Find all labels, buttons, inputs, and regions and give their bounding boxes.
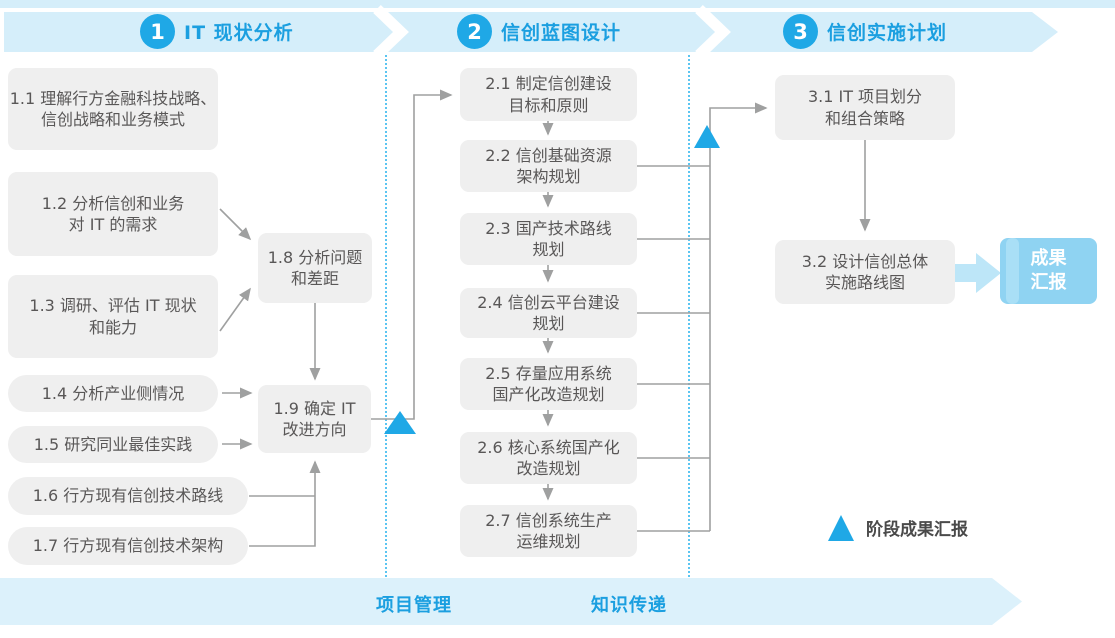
top-strip xyxy=(0,0,1115,8)
phase-1-header: 1 IT 现状分析 xyxy=(140,14,294,49)
footer-label-knowledge-transfer: 知识传递 xyxy=(591,595,667,616)
phase-1-number-badge: 1 xyxy=(140,14,175,49)
task-box-3-1: 3.1 IT 项目划分 和组合策略 xyxy=(775,75,955,140)
task-box-2-7: 2.7 信创系统生产 运维规划 xyxy=(460,505,637,557)
task-box-1-1: 1.1 理解行方金融科技战略、 信创战略和业务模式 xyxy=(8,68,218,150)
result-report-box: 成果 汇报 xyxy=(1000,238,1097,304)
phase-2-title: 信创蓝图设计 xyxy=(501,22,622,44)
task-box-2-6: 2.6 核心系统国产化 改造规划 xyxy=(460,432,637,484)
task-box-1-5: 1.5 研究同业最佳实践 xyxy=(8,426,218,463)
task-box-2-1: 2.1 制定信创建设 目标和原则 xyxy=(460,68,637,121)
task-box-1-3: 1.3 调研、评估 IT 现状 和能力 xyxy=(8,275,218,358)
task-box-2-3: 2.3 国产技术路线 规划 xyxy=(460,213,637,265)
milestone-triangle-icon xyxy=(694,125,720,148)
task-box-3-2: 3.2 设计信创总体 实施路线图 xyxy=(775,240,955,304)
phase-separator-1 xyxy=(385,55,387,577)
task-box-2-4: 2.4 信创云平台建设 规划 xyxy=(460,288,637,338)
task-box-2-5: 2.5 存量应用系统 国产化改造规划 xyxy=(460,358,637,410)
milestone-legend: 阶段成果汇报 xyxy=(828,515,968,541)
phase-2-header: 2 信创蓝图设计 xyxy=(457,14,621,49)
result-block-arrow-icon xyxy=(955,253,1001,293)
phase-1-title: IT 现状分析 xyxy=(184,22,294,44)
task-box-1-8: 1.8 分析问题 和差距 xyxy=(258,233,372,303)
phase-separator-2 xyxy=(688,55,690,577)
phase-3-title: 信创实施计划 xyxy=(827,22,948,44)
milestone-triangle-icon xyxy=(828,515,854,541)
task-box-1-7: 1.7 行方现有信创技术架构 xyxy=(8,527,248,565)
milestone-triangle-icon xyxy=(384,411,416,434)
phase-2-number-badge: 2 xyxy=(457,14,492,49)
task-box-1-9: 1.9 确定 IT 改进方向 xyxy=(258,385,371,453)
footer-label-project-management: 项目管理 xyxy=(376,595,452,616)
result-box-stripe xyxy=(1006,238,1019,304)
task-box-1-4: 1.4 分析产业侧情况 xyxy=(8,375,218,412)
result-report-label: 成果 汇报 xyxy=(1030,247,1067,293)
task-box-1-6: 1.6 行方现有信创技术路线 xyxy=(8,477,248,515)
task-box-2-2: 2.2 信创基础资源 架构规划 xyxy=(460,140,637,192)
phase-3-number-badge: 3 xyxy=(783,14,818,49)
phase-header-band xyxy=(4,12,1058,52)
phase-3-header: 3 信创实施计划 xyxy=(783,14,947,49)
milestone-legend-label: 阶段成果汇报 xyxy=(866,520,968,540)
task-box-1-2: 1.2 分析信创和业务 对 IT 的需求 xyxy=(8,172,218,256)
bottom-support-band xyxy=(0,578,1022,625)
